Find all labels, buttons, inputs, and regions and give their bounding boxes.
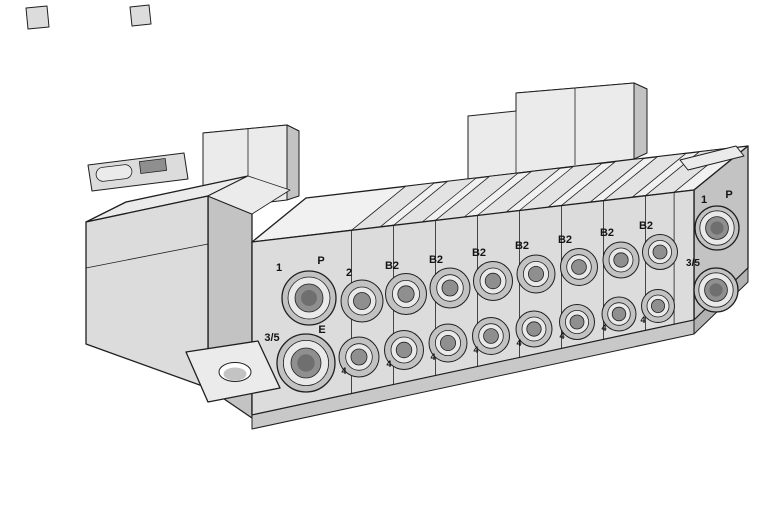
manifold-body — [251, 145, 749, 430]
label-station1-top: 2 — [346, 267, 352, 279]
label-station6-top: B2 — [558, 234, 572, 246]
port-bore — [652, 244, 668, 260]
port-4-station-8 — [641, 289, 675, 323]
port-b2-station-2 — [385, 273, 427, 315]
label-left-port-e: E — [318, 324, 325, 336]
label-right-port-1: 1 — [701, 194, 707, 206]
port-labels: 1 P 3/5 E 1 P 3/5 2 B2 B2 B2 B2 B2 B2 B2… — [264, 189, 732, 376]
label-station1-bottom: 4 — [341, 366, 346, 376]
port-b2-station-7 — [602, 241, 640, 279]
port-right-bottom-e — [693, 267, 739, 313]
port-b2-station-3 — [429, 267, 471, 309]
port-4-station-5 — [515, 310, 553, 348]
label-left-port-p: P — [317, 255, 324, 267]
ports-top-row — [340, 234, 678, 323]
label-left-port-1: 1 — [276, 262, 282, 274]
tab-slot — [138, 158, 168, 174]
label-station8-top: B2 — [639, 220, 653, 232]
back-plate-right — [467, 82, 648, 180]
din-rail-mounting-foot — [185, 340, 281, 403]
label-station8-bottom: 4 — [640, 315, 645, 325]
port-4-station-4 — [472, 317, 510, 355]
port-bore — [611, 306, 627, 322]
port-bore — [613, 252, 629, 268]
port-depth — [709, 283, 723, 297]
loose-part-b-face — [129, 4, 152, 27]
label-right-port-p: P — [725, 189, 732, 201]
port-bore — [528, 265, 545, 282]
mounting-hole-shadow — [223, 367, 247, 381]
label-station2-top: B2 — [385, 260, 399, 272]
loose-part-b — [129, 4, 152, 27]
port-bore — [441, 279, 459, 297]
label-station2-bottom: 4 — [386, 359, 391, 369]
port-bore — [651, 298, 666, 313]
loose-part-a — [25, 5, 50, 30]
station-top-surfaces — [351, 147, 729, 231]
port-b2-station-6 — [560, 248, 598, 286]
label-station3-bottom: 4 — [430, 352, 435, 362]
label-station4-top: B2 — [472, 247, 486, 259]
end-plate-left-step-line — [85, 243, 209, 269]
label-station7-top: B2 — [600, 227, 614, 239]
label-station5-bottom: 4 — [516, 338, 521, 348]
port-bore — [350, 348, 368, 366]
port-bore — [483, 328, 499, 344]
port-4-station-6 — [559, 304, 595, 340]
port-4-station-3 — [428, 323, 468, 363]
label-station7-bottom: 4 — [601, 323, 606, 333]
back-plate-right-side — [633, 82, 648, 160]
back-plate-left-side — [286, 124, 300, 201]
label-left-port-35: 3/5 — [264, 332, 279, 344]
port-bore — [484, 272, 502, 290]
port-b2-station-5 — [516, 254, 556, 294]
port-4-station-2 — [384, 330, 424, 370]
port-4-station-7 — [601, 296, 637, 332]
label-station5-top: B2 — [515, 240, 529, 252]
end-plate-right-tab — [679, 145, 745, 171]
port-bore — [569, 314, 585, 330]
port-4-station-1 — [338, 336, 380, 378]
loose-part-a-face — [25, 5, 50, 30]
port-left-top-p — [281, 270, 337, 326]
joint-top-face — [207, 175, 291, 215]
port-bore — [439, 334, 456, 351]
port-bore — [571, 259, 587, 275]
ports-bottom-row — [338, 289, 675, 378]
port-bore — [526, 321, 542, 337]
port-depth — [301, 290, 317, 306]
label-station6-bottom: 4 — [559, 331, 564, 341]
port-bore — [397, 285, 415, 303]
port-depth — [710, 221, 724, 235]
label-right-port-35: 3/5 — [686, 258, 700, 269]
label-station3-top: B2 — [429, 254, 443, 266]
port-left-bottom-e — [276, 333, 336, 393]
port-b2-station-1 — [340, 279, 384, 323]
port-b2-station-4 — [473, 261, 513, 301]
label-station4-bottom: 4 — [473, 345, 478, 355]
port-right-top-p — [694, 205, 740, 251]
port-depth — [297, 354, 315, 372]
release-lever — [95, 164, 133, 182]
port-bore — [353, 292, 371, 310]
port-bore — [395, 341, 413, 359]
port-b2-station-8 — [642, 234, 678, 270]
